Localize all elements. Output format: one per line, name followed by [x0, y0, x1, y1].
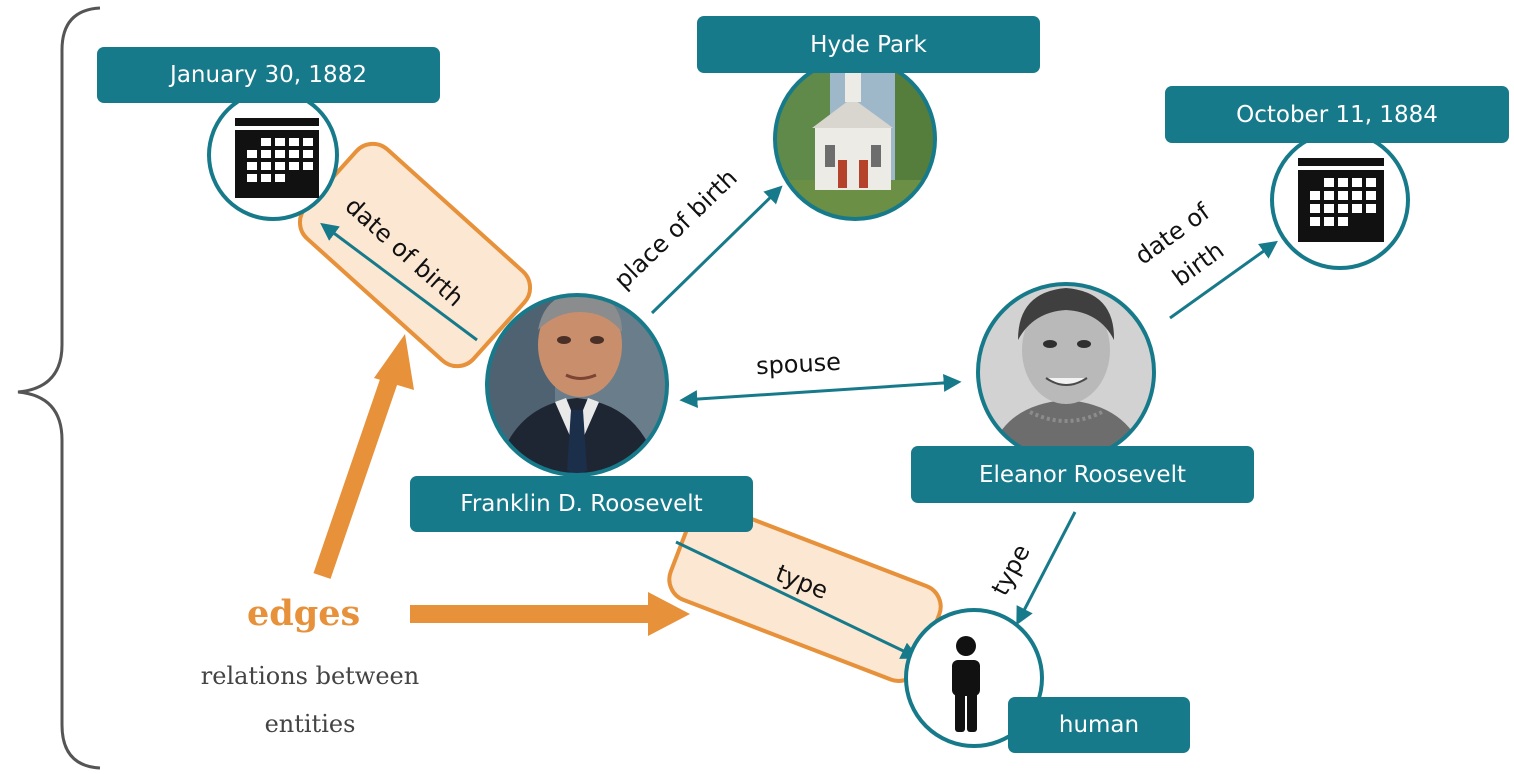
church-photo: [775, 59, 935, 219]
calendar-icon: [235, 118, 319, 198]
edge-label-spouse: spouse: [755, 347, 842, 381]
edge-line-fdr-date-of-birth: [320, 222, 478, 342]
edge-line-eleanor-date-of-birth: [1169, 240, 1278, 320]
legend-arrow-right: [410, 592, 690, 636]
label-franklin-d-roosevelt: Franklin D. Roosevelt: [410, 476, 753, 532]
legend-arrow-up: [313, 334, 414, 579]
edge-line-spouse: [679, 373, 962, 409]
calendar-icon: [1298, 158, 1384, 242]
edge-line-place-of-birth: [650, 185, 783, 315]
label-eleanor-roosevelt: Eleanor Roosevelt: [911, 446, 1254, 503]
label-human: human: [1008, 697, 1190, 753]
person-icon: [952, 636, 980, 732]
label-october-11-1884: October 11, 1884: [1165, 86, 1509, 143]
fdr-node-circle: [485, 293, 669, 477]
edge-line-fdr-type: [675, 540, 920, 659]
edge-line-eleanor-type: [1016, 511, 1077, 626]
legend-description: relations between entities: [160, 652, 460, 748]
legend-title: edges: [247, 593, 361, 634]
left-brace: [17, 6, 101, 770]
label-hyde-park: Hyde Park: [697, 16, 1040, 73]
label-january-30-1882: January 30, 1882: [97, 47, 440, 103]
legend-description-line1: relations between: [200, 662, 420, 690]
legend-description-line2: entities: [264, 710, 356, 738]
